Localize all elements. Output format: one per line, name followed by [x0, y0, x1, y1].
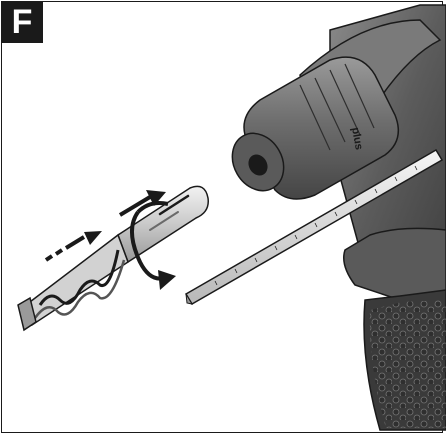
panel-label: F [1, 1, 43, 43]
